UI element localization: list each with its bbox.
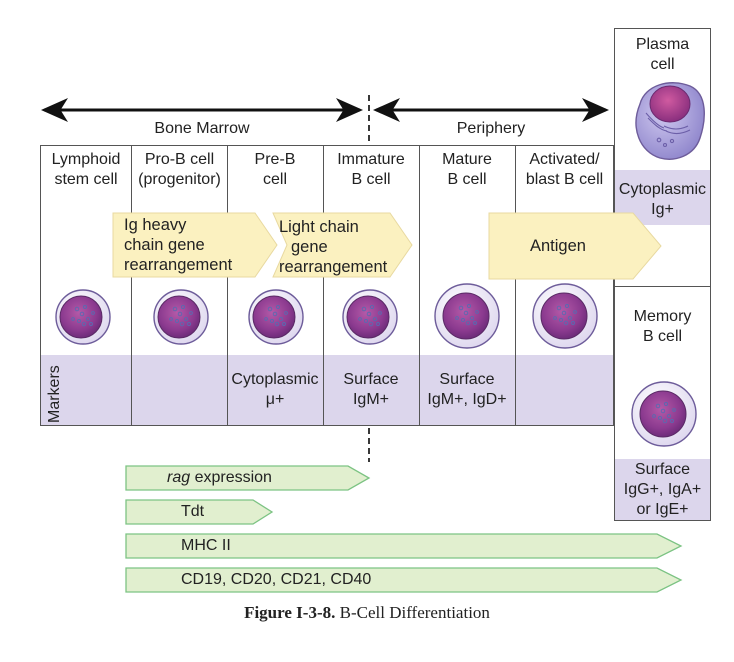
antigen-arrow (488, 212, 662, 280)
stage-title-line: Lymphoid (51, 151, 121, 168)
markers-band (41, 355, 613, 425)
light-chain-arrow (272, 212, 413, 278)
marker-immature-b-cell: Surface IgM+ (323, 370, 419, 410)
column-divider (419, 145, 420, 426)
marker-line: μ+ (265, 391, 285, 408)
arrow-label-line: rearrangement (124, 256, 233, 274)
stage-title-line: (progenitor) (138, 171, 221, 188)
arrow-label-line: gene (291, 238, 328, 256)
periphery-label: Periphery (456, 120, 526, 137)
cd-markers-label: CD19, CD20, CD21, CD40 (181, 571, 372, 588)
mature-b-cell-icon (434, 283, 500, 349)
arrow-label-line: Light chain (279, 218, 359, 236)
activated-b-cell-icon (532, 283, 598, 349)
marker-line: Surface (634, 461, 691, 478)
arrow-label-line: rearrangement (279, 258, 388, 276)
column-divider (515, 145, 516, 426)
rag-gene-name: rag (167, 469, 191, 486)
heavy-chain-arrow-label: Ig heavy chain gene rearrangement (124, 215, 232, 275)
memory-marker-band (615, 459, 710, 520)
figure-title: B-Cell Differentiation (335, 603, 490, 622)
marker-line: Ig+ (651, 201, 674, 218)
pre-b-cell-icon (248, 289, 304, 345)
marker-line: IgM+ (352, 391, 389, 408)
column-divider (227, 145, 228, 426)
plasma-cell-icon (635, 82, 705, 160)
pro-b-cell-icon (153, 289, 209, 345)
stage-title-activated-blast-b-cell: Activated/ blast B cell (515, 150, 614, 190)
memory-cell-marker: Surface IgG+, IgA+ or IgE+ (612, 460, 713, 520)
arrow-label-line: Ig heavy (124, 216, 187, 234)
column-divider (131, 145, 132, 426)
antigen-arrow-label: Antigen (530, 237, 586, 255)
stage-title-line: B cell (447, 171, 487, 188)
stage-title-pre-b-cell: Pre-B cell (227, 150, 323, 190)
marker-pre-b-cell: Cytoplasmic μ+ (226, 370, 324, 410)
bar-label-text: expression (190, 469, 272, 486)
stage-title-lymphoid-stem-cell: Lymphoid stem cell (40, 150, 132, 190)
rag-expression-label: rag expression (167, 468, 272, 488)
mhc-ii-bar (125, 533, 683, 559)
rag-expression-bar (125, 465, 371, 491)
stage-title-line: Activated/ (529, 151, 600, 168)
stage-title-line: Immature (337, 151, 405, 168)
figure-number: Figure I-3-8. (244, 603, 336, 622)
tdt-bar (125, 499, 274, 525)
memory-b-cell-icon (631, 381, 697, 447)
marker-line: IgG+, IgA+ (623, 481, 702, 498)
plasma-title-line: Plasma (635, 36, 690, 53)
memory-title-line: B cell (642, 328, 683, 345)
lymphoid-stem-cell-icon (55, 289, 111, 345)
cd-markers-bar (125, 567, 683, 593)
light-chain-arrow-label: Light chain gene rearrangement (279, 217, 387, 277)
stage-title-line: Pre-B (254, 151, 296, 168)
memory-title-line: Memory (633, 308, 692, 325)
plasma-title-line: cell (650, 56, 675, 73)
stage-title-line: blast B cell (525, 171, 604, 188)
heavy-chain-arrow (112, 212, 278, 278)
stage-title-mature-b-cell: Mature B cell (419, 150, 515, 190)
figure-caption: Figure I-3-8. B-Cell Differentiation (0, 603, 734, 623)
stage-title-line: cell (262, 171, 287, 188)
stage-table (40, 145, 614, 426)
bone-marrow-label: Bone Marrow (154, 120, 250, 137)
stage-title-line: stem cell (54, 171, 118, 188)
plasma-cell-title: Plasma cell (614, 35, 711, 75)
immature-b-cell-icon (342, 289, 398, 345)
marker-line: Cytoplasmic (618, 181, 707, 198)
tdt-label: Tdt (181, 503, 205, 520)
marker-line: IgM+, IgD+ (427, 391, 507, 408)
marker-line: Surface (439, 371, 495, 388)
memory-cell-title: Memory B cell (614, 307, 711, 347)
arrow-label-line: chain gene (124, 236, 205, 254)
column-divider (323, 145, 324, 426)
marker-line: or IgE+ (636, 501, 689, 518)
mhc-ii-label: MHC II (181, 537, 231, 554)
stage-title-pro-b-cell: Pro-B cell (progenitor) (131, 150, 228, 190)
marker-mature-b-cell: Surface IgM+, IgD+ (419, 370, 515, 410)
plasma-cell-marker: Cytoplasmic Ig+ (610, 180, 715, 220)
marker-line: Surface (343, 371, 399, 388)
stage-title-line: Mature (442, 151, 492, 168)
stage-title-immature-b-cell: Immature B cell (323, 150, 419, 190)
marker-line: Cytoplasmic (231, 371, 319, 388)
stage-title-line: Pro-B cell (144, 151, 215, 168)
stage-title-line: B cell (351, 171, 391, 188)
